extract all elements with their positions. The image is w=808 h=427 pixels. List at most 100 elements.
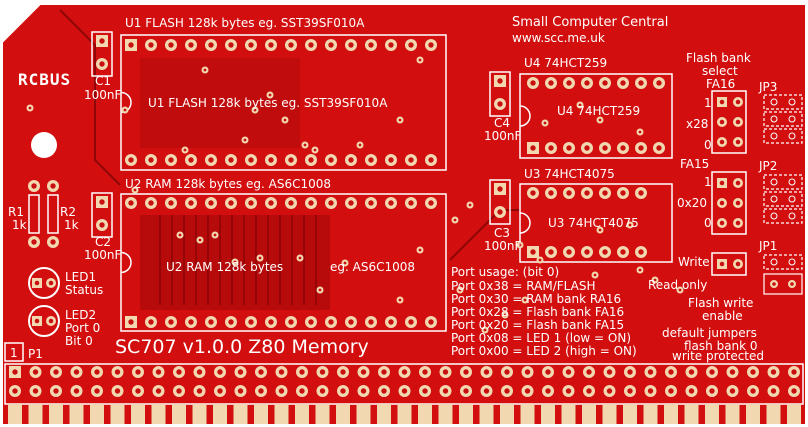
pad-hole [268,200,274,206]
trace [59,9,121,186]
pad-hole [584,145,590,151]
via-hole [503,313,507,317]
pad-hole [688,388,695,394]
c3-label: C3 [494,226,511,240]
pad-hole [545,369,551,375]
pad-hole [584,80,590,86]
pad-hole [504,388,510,394]
pad-hole [258,369,264,375]
capacitor-outline [91,192,113,238]
pad-hole [530,145,536,151]
fa16-label: FA16 [706,77,736,91]
p1-label: P1 [28,347,43,361]
pad-hole [53,369,59,375]
pad-hole [483,388,490,394]
via-hole [468,203,472,207]
via-hole [418,248,422,252]
port-usage-line: Port 0x00 = LED 2 (high = ON) [451,344,637,358]
pad-hole [217,369,223,375]
pad-hole [565,369,572,375]
via-hole [268,93,272,97]
led1-label: LED1 [65,270,97,284]
via-hole [133,188,137,192]
jumper-pin [788,98,796,106]
edge-finger [643,404,658,424]
pad-hole [524,388,531,394]
resistor-outline [28,194,40,234]
pad-hole [602,145,608,151]
u2-body-label: U2 RAM 128k bytes [166,260,284,274]
pad-hole [602,249,608,255]
pad-hole [360,388,367,394]
pad-hole [719,261,725,267]
via-hole [183,148,187,152]
pad-hole [709,388,715,394]
u4-body-label: U4 74HCT259 [557,104,641,118]
via-hole [538,258,542,262]
pad-hole [524,369,531,375]
edge-finger [787,404,801,424]
pad-hole [12,369,18,375]
via-hole [653,278,657,282]
jp3-pos-0: 0 [704,138,712,152]
pad-hole [656,145,662,151]
pad-hole [408,42,414,48]
led-outline [28,305,60,337]
pad-hole [237,369,244,375]
edge-finger [397,404,412,424]
r2-label: R2 [60,205,76,219]
edge-finger [213,404,227,424]
u2-body-label-2: eg. AS6C1008 [330,260,416,274]
pad-hole [228,157,234,163]
pad-hole [196,388,203,394]
edge-finger [28,404,43,424]
edge-finger [356,404,371,424]
u1-outline [120,34,447,171]
pad-hole [94,369,100,375]
pad-hole [12,388,18,394]
pad-hole [530,190,536,196]
edge-finger [418,404,432,424]
pad-hole [719,180,725,186]
pad-hole [548,145,554,151]
pad-hole [196,369,203,375]
flash-write-enable-1: Flash write [688,296,754,310]
pad-hole [114,369,121,375]
port-usage-line: Port 0x30 = RAM bank RA16 [451,292,622,306]
pad-hole [188,319,194,325]
pad-hole [288,319,294,325]
pad-hole [319,388,326,394]
jumper-outline [763,191,803,207]
edge-finger [90,404,104,424]
jp2-pos-0: 0 [704,216,712,230]
edge-finger [746,404,760,424]
u4-outline-notch [519,105,531,127]
pad-hole [620,80,626,86]
p1-pin1-box [4,342,24,362]
jumper-pin [788,132,796,140]
pad-hole [422,369,428,375]
c1-value: 100nF [84,88,122,102]
pad-hole [566,80,572,86]
pad-hole [188,42,194,48]
pad-hole [606,388,613,394]
via-hole [28,106,32,110]
pad-hole [791,388,797,394]
pad-hole [428,200,434,206]
via-hole [313,148,317,152]
edge-finger [172,404,186,424]
pad-hole [735,139,741,145]
edge-finger [233,404,248,424]
rcbus-logo: RCBUS [18,70,72,89]
pad-hole [168,42,174,48]
pad-hole [548,80,554,86]
port-usage-line: Port 0x28 = Flash bank FA16 [451,305,625,319]
pad-hole [719,200,725,206]
jumper-outline [763,273,803,295]
pad-hole [656,80,662,86]
pad-hole [48,318,54,324]
c2-value: 100nF [84,248,122,262]
pad-hole [128,157,134,163]
pad-hole [328,200,334,206]
pad-hole [148,200,154,206]
